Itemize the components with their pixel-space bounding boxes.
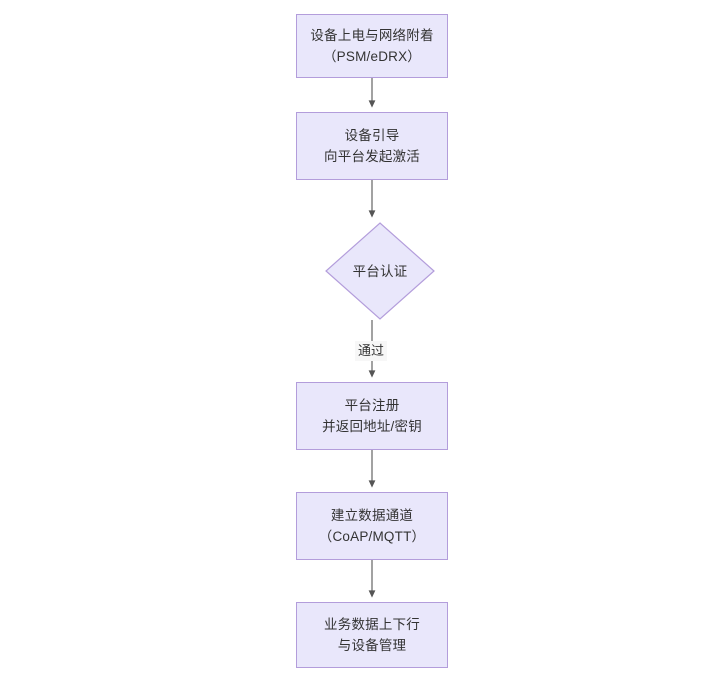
flow-node-device-power-on[interactable]: 设备上电与网络附着 （PSM/eDRX）: [296, 14, 448, 78]
edge-label-pass: 通过: [355, 341, 388, 361]
flow-node-line: 平台注册: [344, 398, 400, 413]
flow-node-line: 与设备管理: [337, 638, 407, 653]
diamond-shape-icon: [325, 222, 435, 320]
flow-node-establish-data-channel[interactable]: 建立数据通道 （CoAP/MQTT）: [296, 492, 448, 560]
flow-node-device-bootstrap[interactable]: 设备引导 向平台发起激活: [296, 112, 448, 180]
flow-node-line: （PSM/eDRX）: [322, 49, 422, 64]
flow-node-line: 设备引导: [344, 128, 400, 143]
flow-node-line: 设备上电与网络附着: [310, 28, 434, 43]
flow-node-line: 业务数据上下行: [324, 617, 420, 632]
flow-node-platform-registration[interactable]: 平台注册 并返回地址/密钥: [296, 382, 448, 450]
flow-node-line: （CoAP/MQTT）: [318, 529, 426, 544]
flow-node-platform-authentication[interactable]: 平台认证: [325, 222, 435, 320]
flow-node-service-data-and-device-management[interactable]: 业务数据上下行 与设备管理: [296, 602, 448, 668]
flow-node-line: 并返回地址/密钥: [322, 419, 422, 434]
flow-node-line: 向平台发起激活: [324, 149, 420, 164]
flow-node-line: 平台认证: [352, 263, 408, 279]
flow-node-line: 建立数据通道: [330, 508, 414, 523]
